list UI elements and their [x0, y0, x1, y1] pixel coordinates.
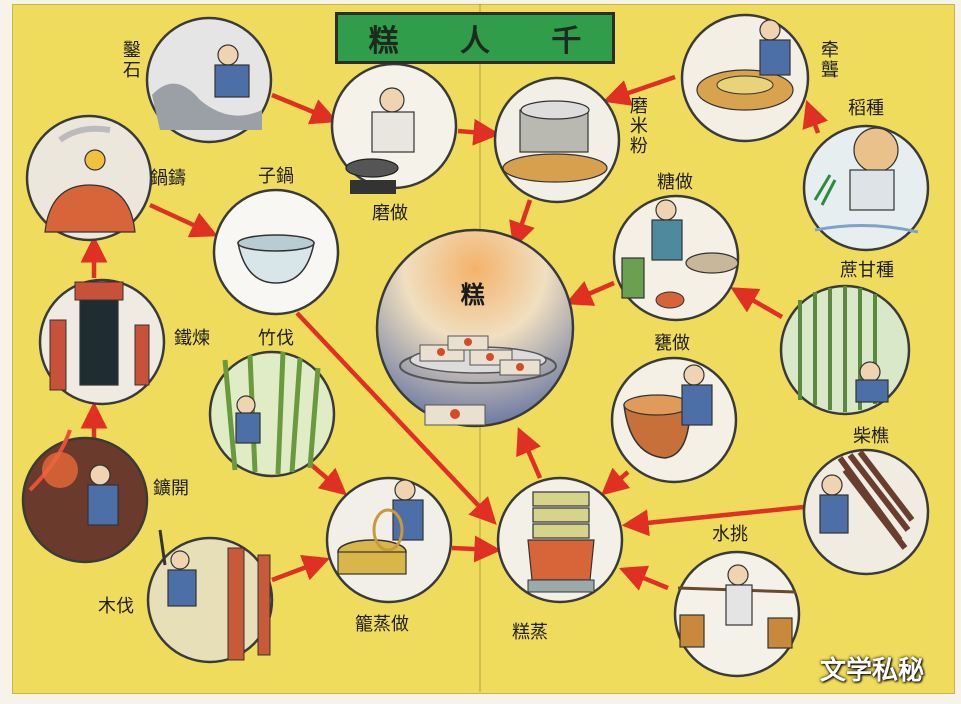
label-pulling: 牵聾	[817, 40, 839, 80]
circle-pot	[212, 188, 340, 316]
arrow-grinding-to-rice-powder	[457, 118, 501, 146]
arrow-sugar-to-center	[565, 280, 615, 306]
arrow-pot-to-steam-cake	[295, 311, 497, 525]
circle-wood	[146, 529, 274, 664]
label-cast-pot: 鍋鑄	[150, 168, 186, 189]
arrow-steam-cake-to-center	[516, 427, 543, 479]
circle-iron	[38, 278, 166, 406]
circle-cast-pot	[25, 114, 153, 242]
circle-rice-seed	[802, 124, 930, 252]
label-make-sugar: 糖做	[657, 172, 693, 193]
label-pot: 子鍋	[258, 166, 294, 187]
arrow-cast-pot-to-pot	[149, 202, 218, 238]
title-char-1: 糕	[368, 24, 399, 59]
process-circles	[21, 13, 930, 678]
arrow-basin-to-steam-cake	[600, 467, 631, 496]
arrow-firewood-to-steam-cake	[621, 504, 805, 537]
circle-make-basin	[610, 356, 738, 484]
label-firewood: 柴樵	[853, 426, 889, 447]
circle-steamer	[325, 476, 453, 604]
arrow-water-to-steam-cake	[619, 565, 669, 591]
circle-sugarcane	[779, 284, 911, 416]
arrow-stone-to-grinding	[271, 92, 338, 125]
arrow-wood-to-steamer	[271, 554, 331, 583]
arrow-sugarcane-to-sugar	[730, 287, 784, 319]
label-rice-seed: 稻種	[848, 98, 884, 119]
center-cake-circle	[375, 228, 575, 428]
circle-stone-chisel	[145, 16, 273, 144]
circle-water	[673, 550, 801, 678]
label-wood: 木伐	[98, 596, 134, 617]
arrow-bamboo-to-steamer	[306, 460, 348, 496]
circle-firewood	[802, 448, 930, 576]
circle-rice-powder	[493, 76, 621, 204]
label-steamer: 籠蒸做	[355, 614, 409, 635]
arrow-rice-powder-to-center	[509, 199, 535, 250]
label-steam-cake: 糕蒸	[512, 622, 548, 643]
circle-pulling	[680, 13, 810, 143]
arrow-steamer-to-steam-cake	[451, 535, 502, 563]
circle-bamboo	[208, 350, 336, 478]
label-iron: 鐵煉	[174, 328, 210, 349]
label-sugarcane: 蔗甘種	[840, 260, 894, 281]
watermark: 文学私秘	[820, 656, 925, 686]
label-make-basin: 甕做	[654, 333, 690, 354]
arrow-pulling-to-rice-powder	[602, 74, 676, 106]
label-mining: 鑛開	[153, 478, 189, 499]
title-char-2: 人	[459, 24, 490, 59]
title-char-3: 千	[551, 24, 582, 59]
title-banner: 糕 人 千	[335, 12, 615, 64]
circle-grinding	[330, 62, 458, 194]
circle-mining	[21, 429, 149, 564]
label-grinding: 磨做	[372, 203, 408, 224]
label-stone-chisel: 鑿石	[119, 40, 141, 80]
center-label: 糕	[456, 282, 486, 308]
flow-arrows	[80, 74, 828, 591]
label-rice-powder: 磨米粉	[626, 96, 648, 156]
label-bamboo: 竹伐	[258, 328, 294, 349]
label-water: 水挑	[712, 524, 748, 545]
circle-make-sugar	[612, 194, 740, 322]
arrow-rice-seed-to-pulling	[802, 99, 828, 134]
circle-steam-cake	[496, 476, 624, 604]
